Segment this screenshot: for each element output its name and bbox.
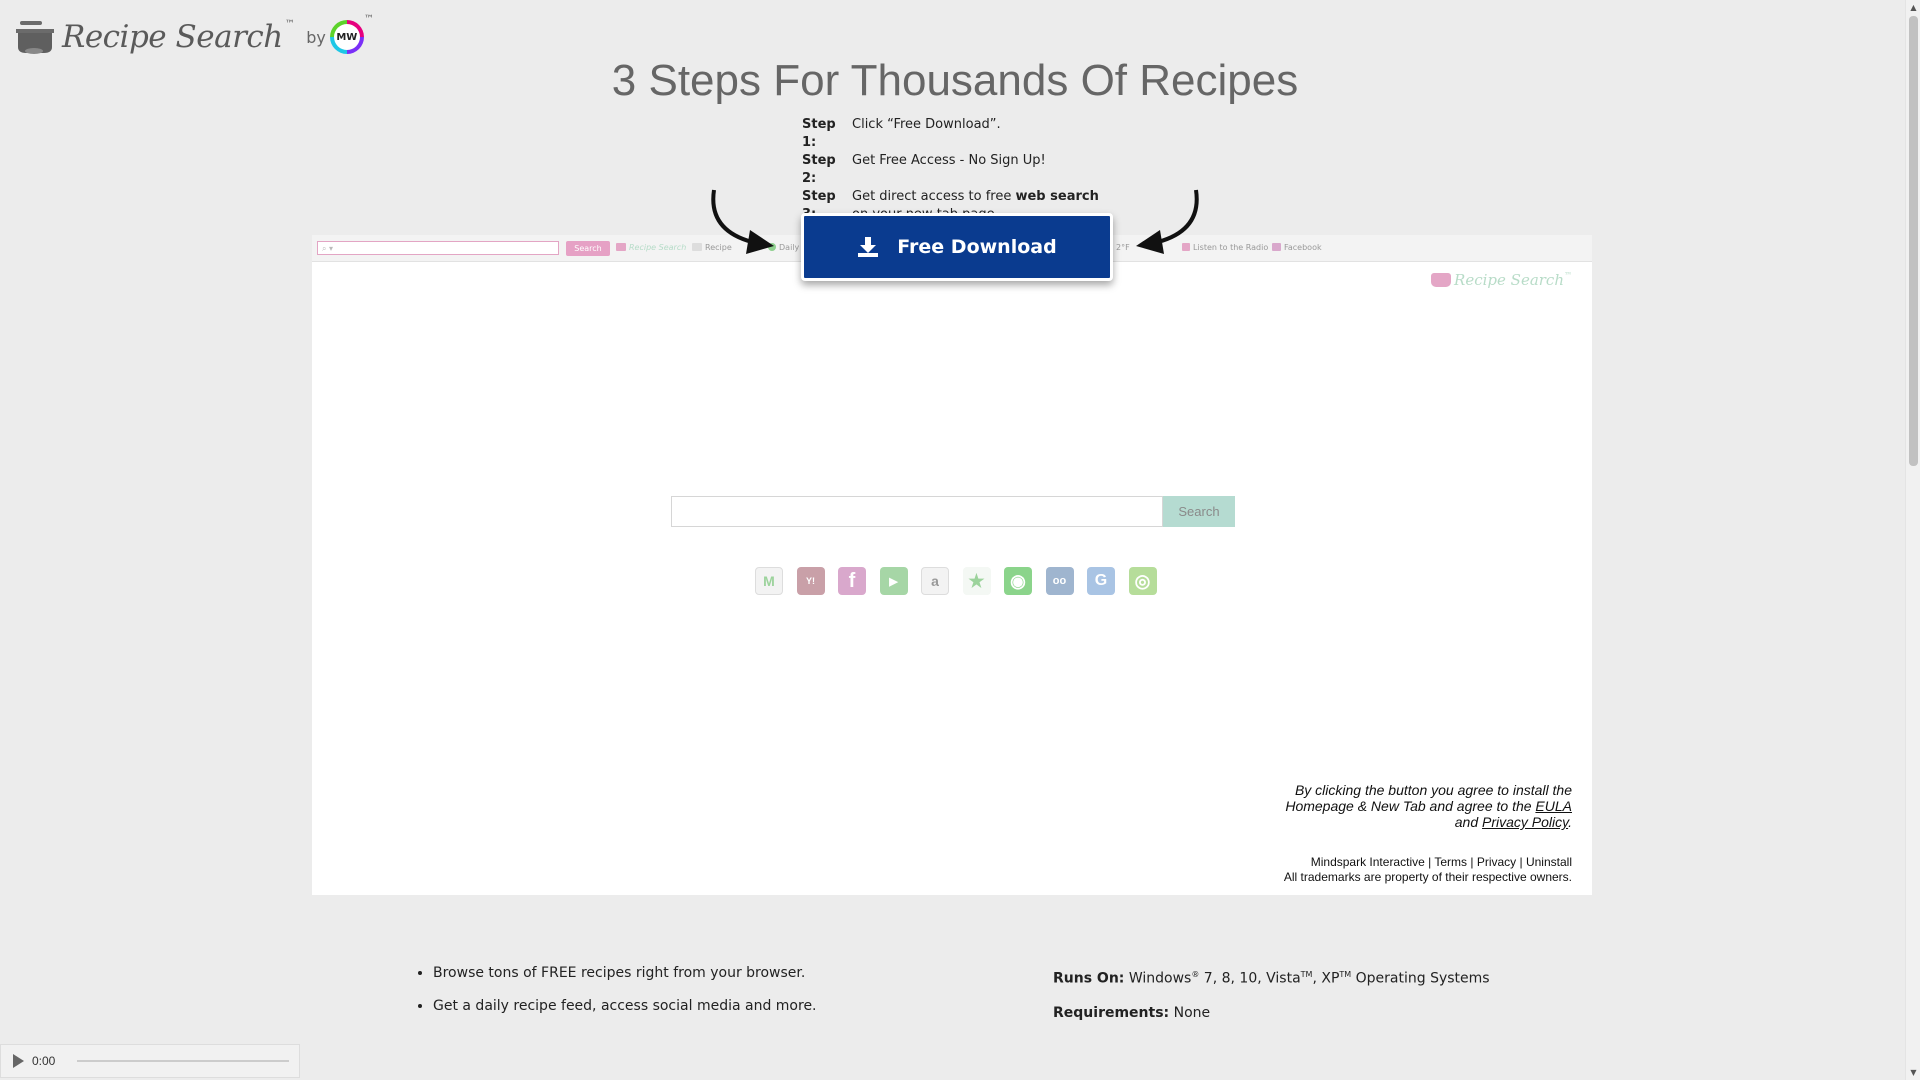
install-disclaimer: By clicking the button you agree to inst… [1242,782,1572,830]
preview-toolbar-item: Recipe [692,243,732,252]
preview-quicklinks: M Y! f ▶ a ★ ◉ oo G ◎ [755,567,1170,595]
cooking-pot-icon [16,21,54,54]
page-title: 3 Steps For Thousands Of Recipes [611,56,1299,105]
preview-search-input [671,496,1163,527]
scroll-down-icon[interactable]: ▼ [1910,1068,1917,1077]
pot-icon [1431,273,1452,287]
instagram-icon: ◎ [1128,567,1157,595]
step-label: Step 2: [802,153,836,186]
play-icon[interactable] [13,1054,24,1068]
audio-player: 0:00 [0,1044,300,1078]
step-text: Click “Free Download”. [852,117,1001,132]
logo-trademark: ™ [284,19,295,30]
audio-progress-track[interactable] [77,1060,290,1062]
step-emphasis: web search [1015,189,1099,204]
tripadvisor-icon: oo [1045,567,1074,595]
step-label: Step 1: [802,117,836,150]
privacy-link[interactable]: Privacy [1476,855,1517,869]
scroll-up-icon[interactable]: ▲ [1910,3,1917,12]
page-scrollbar[interactable]: ▲ ▼ [1905,0,1920,1080]
google-icon: G [1087,567,1115,595]
terms-link[interactable]: Terms [1434,855,1468,869]
preview-logo: Recipe Search™ [1431,271,1572,289]
curved-arrow-left-icon [711,189,774,254]
newtab-preview: ⌕ ▾ Search Recipe Search Recipe Daily 2°… [312,235,1592,895]
free-download-button[interactable]: Free Download [801,213,1113,281]
mw-badge-icon: MW [329,20,364,54]
preview-toolbar-item: Facebook [1272,243,1322,252]
privacy-policy-link[interactable]: Privacy Policy [1482,814,1569,830]
feature-item: Get a daily recipe feed, access social m… [433,998,817,1014]
preview-toolbar-search-input: ⌕ ▾ [317,241,559,255]
logo-by: by [306,27,326,47]
preview-toolbar-item: Daily [768,243,799,252]
company-link[interactable]: Mindspark Interactive [1310,855,1425,869]
gmail-icon: M [755,567,783,595]
step-text: Get Free Access - No Sign Up! [852,153,1046,168]
preview-toolbar-item: Recipe Search [616,243,686,252]
system-specs: Runs On: Windows® 7, 8, 10, VistaTM, XPT… [1053,970,1490,1039]
step-2: Step 2: Get Free Access - No Sign Up! [802,152,1112,188]
download-button-label: Free Download [897,236,1057,258]
curved-arrow-right-icon [1136,189,1199,254]
youtube-icon: ▶ [879,567,908,595]
uninstall-link[interactable]: Uninstall [1525,855,1572,869]
footer-links: Mindspark Interactive | Terms | Privacy … [1283,855,1572,884]
amazon-icon: a [921,567,949,595]
disclaimer-line: Homepage & New Tab and agree to the EULA [1285,798,1572,814]
eula-link[interactable]: EULA [1535,798,1572,814]
badge-trademark: ™ [363,14,374,25]
steps-list: Step 1: Click “Free Download”. Step 2: G… [802,116,1112,224]
circle-icon: ◉ [1004,567,1032,595]
facebook-icon: f [838,567,866,595]
yahoo-icon: Y! [796,567,825,595]
preview-toolbar-item: 2°F [1116,243,1130,252]
scrollbar-thumb[interactable] [1909,16,1918,466]
features-list: Browse tons of FREE recipes right from y… [413,965,817,1031]
star-icon: ★ [962,567,991,595]
feature-item: Browse tons of FREE recipes right from y… [433,965,817,981]
disclaimer-line: and Privacy Policy. [1454,814,1572,830]
requirements: Requirements: None [1053,1004,1211,1021]
step-1: Step 1: Click “Free Download”. [802,116,1112,152]
trademark-notice: All trademarks are property of their res… [1283,870,1572,884]
runs-on: Runs On: Windows® 7, 8, 10, VistaTM, XPT… [1053,970,1490,987]
preview-toolbar-item: Listen to the Radio [1182,243,1268,252]
preview-search-button: Search [1163,496,1235,527]
preview-toolbar-search-button: Search [566,241,610,256]
download-icon [858,237,879,257]
audio-time: 0:00 [32,1054,56,1068]
disclaimer-line: By clicking the button you agree to inst… [1294,782,1572,798]
